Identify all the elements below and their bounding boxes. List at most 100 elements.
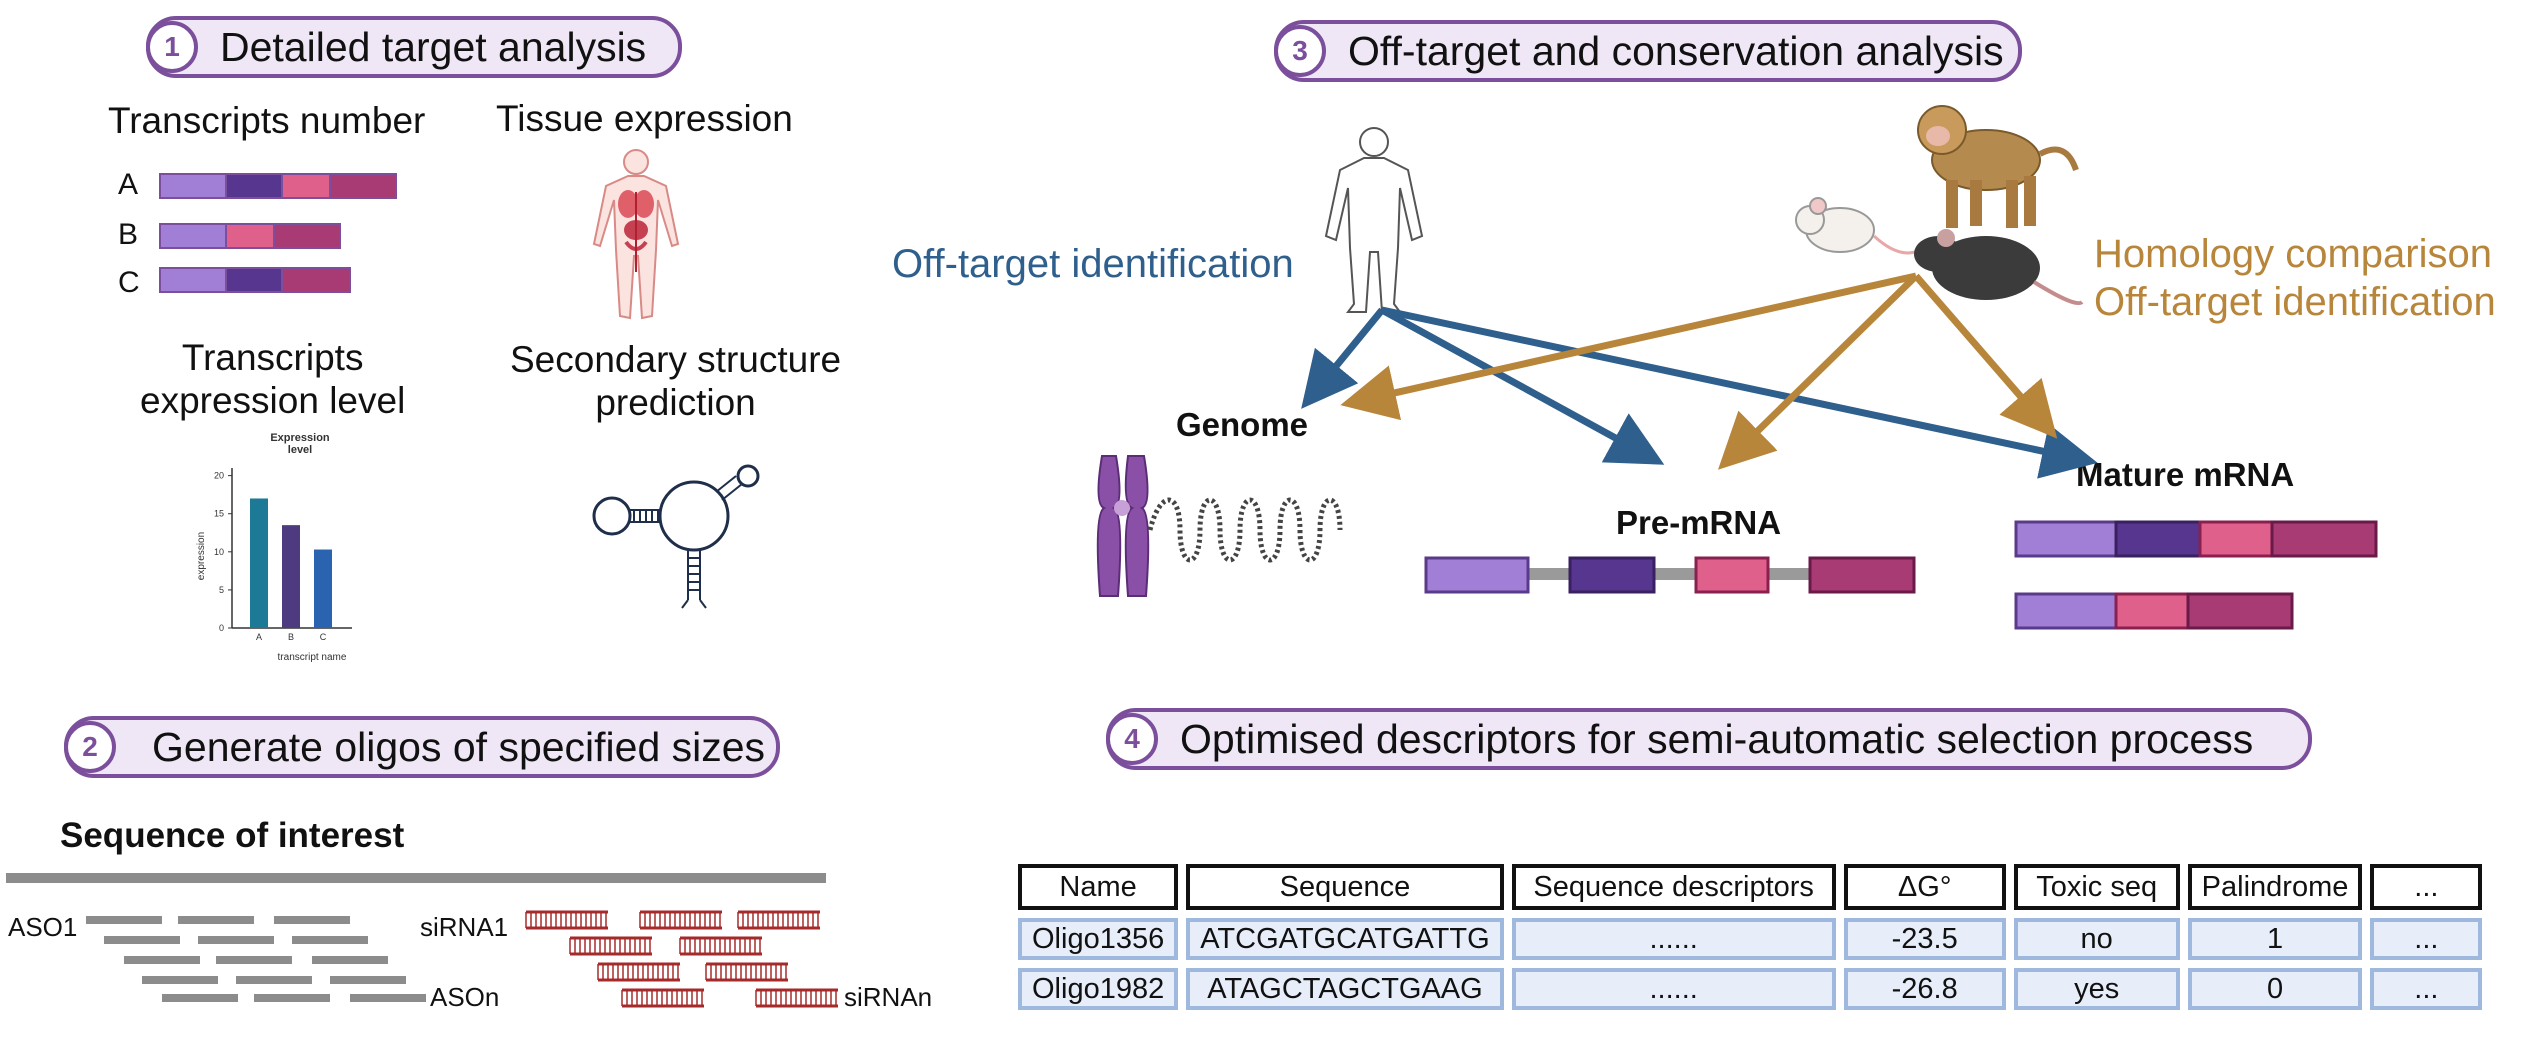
rna-secondary-structure-icon: [592, 464, 760, 609]
table-row: Oligo1982 ATAGCTAGCTGAAG ...... -26.8 ye…: [1018, 968, 2483, 1010]
mature-mrna-label: Mature mRNA: [2076, 456, 2295, 493]
col-name-header: Name: [1018, 864, 1179, 910]
sirna-duplex: [705, 962, 788, 982]
transcript-b-bar: [159, 223, 341, 249]
transcript-a-bar: [159, 173, 397, 199]
sirna-first-label: siRNA1: [420, 912, 509, 942]
section4-header: 4 Optimised descriptors for semi-automat…: [1106, 708, 2312, 770]
chart-bar-c: [314, 549, 332, 628]
chart-x-tick-label: C: [320, 632, 327, 642]
sirna-duplex: [597, 962, 680, 982]
dna-coil-icon: [1147, 497, 1343, 563]
sirna-duplex: [525, 910, 608, 930]
mature-mrna-graphic: [2014, 520, 2378, 630]
chart-y-tick-label: 5: [219, 585, 224, 595]
section1-title: Detailed target analysis: [220, 23, 647, 70]
cell-deltag: -26.8: [1843, 968, 2006, 1010]
col-descriptors-header: Sequence descriptors: [1511, 864, 1836, 910]
section1-number-badge: 1: [146, 21, 198, 73]
cell-descriptors: ......: [1511, 918, 1836, 960]
secondary-structure-line1: Secondary structure: [510, 339, 842, 380]
section2-number-badge: 2: [64, 721, 116, 773]
human-off-target-arrows: [1301, 306, 2098, 479]
section4-number-badge: 4: [1106, 713, 1158, 765]
chromosome-icon: [1096, 455, 1150, 597]
sirna-duplex: [737, 910, 820, 930]
chart-y-tick-label: 0: [219, 623, 224, 633]
chart-bar-a: [250, 498, 268, 628]
section2-title: Generate oligos of specified sizes: [152, 723, 766, 770]
transcript-label-a: A: [118, 168, 139, 201]
col-palindrome-header: Palindrome: [2187, 864, 2363, 910]
chart-y-tick-label: 10: [214, 547, 224, 557]
sirna-duplex: [639, 910, 722, 930]
tissue-expression-label: Tissue expression: [496, 98, 793, 139]
genome-label: Genome: [1176, 406, 1309, 443]
sirna-duplex: [679, 936, 762, 956]
mouse-icon: [1795, 197, 1921, 255]
aso-oligos: [86, 916, 426, 1002]
rat-icon: [1914, 229, 2084, 305]
section4-title: Optimised descriptors for semi-automatic…: [1180, 715, 2254, 762]
section2-header: 2 Generate oligos of specified sizes: [64, 716, 780, 778]
cell-more: ...: [2370, 918, 2483, 960]
chart-x-axis-label: transcript name: [278, 652, 347, 663]
cell-more: ...: [2370, 968, 2483, 1010]
col-more-header: ...: [2370, 864, 2483, 910]
pre-mrna-label: Pre-mRNA: [1616, 504, 1782, 541]
animal-homology-arrows: [1340, 272, 2058, 470]
monkey-icon: [1917, 105, 2079, 228]
transcripts-number-label: Transcripts number: [108, 100, 426, 141]
cell-descriptors: ......: [1511, 968, 1836, 1010]
descriptor-table: Name Sequence Sequence descriptors ΔG° T…: [1010, 856, 2490, 1018]
cell-palindrome: 1: [2187, 918, 2363, 960]
transcripts-expression-line2: expression level: [140, 380, 406, 421]
section1-header: 1 Detailed target analysis: [146, 16, 682, 78]
human-figure-icon: [1324, 127, 1424, 313]
cell-toxic: no: [2013, 918, 2180, 960]
col-sequence-header: Sequence: [1186, 864, 1504, 910]
chart-bar-b: [282, 525, 300, 628]
col-deltag-header: ΔG°: [1843, 864, 2006, 910]
secondary-structure-title: Secondary structure prediction: [510, 338, 841, 424]
sirna-duplexes: [525, 910, 838, 1008]
off-target-left-label: Off-target identification: [892, 242, 1294, 286]
cell-sequence: ATCGATGCATGATTG: [1186, 918, 1504, 960]
sirna-duplex: [755, 988, 838, 1008]
section3-header: 3 Off-target and conservation analysis: [1274, 20, 2022, 82]
aso-first-label: ASO1: [8, 912, 78, 942]
cell-palindrome: 0: [2187, 968, 2363, 1010]
chart-y-tick-label: 15: [214, 509, 224, 519]
section3-title: Off-target and conservation analysis: [1348, 27, 2004, 74]
sirna-duplex: [621, 988, 704, 1008]
human-body-organs-icon: [592, 149, 680, 320]
homology-comparison-label: Homology comparison: [2094, 232, 2492, 276]
cell-name: Oligo1982: [1018, 968, 1179, 1010]
section3-number-badge: 3: [1274, 25, 1326, 77]
pre-mrna-graphic: [1424, 556, 1916, 594]
cell-deltag: -23.5: [1843, 918, 2006, 960]
transcript-label-b: B: [118, 218, 139, 251]
sequence-of-interest-label: Sequence of interest: [60, 816, 405, 855]
sirna-duplex: [569, 936, 652, 956]
aso-last-label: ASOn: [430, 982, 500, 1012]
chart-y-axis-label: expression: [196, 532, 207, 580]
chart-y-tick-label: 20: [214, 471, 224, 481]
chart-x-tick-label: A: [256, 632, 262, 642]
cell-name: Oligo1356: [1018, 918, 1179, 960]
transcripts-expression-line1: Transcripts: [181, 337, 364, 378]
chart-x-tick-label: B: [288, 632, 294, 642]
transcript-c-bar: [159, 267, 351, 293]
secondary-structure-line2: prediction: [595, 382, 756, 423]
table-row: Oligo1356 ATCGATGCATGATTG ...... -23.5 n…: [1018, 918, 2483, 960]
off-target-right-label: Off-target identification: [2094, 280, 2496, 324]
cell-toxic: yes: [2013, 968, 2180, 1010]
sirna-last-label: siRNAn: [844, 982, 933, 1012]
cell-sequence: ATAGCTAGCTGAAG: [1186, 968, 1504, 1010]
table-header-row: Name Sequence Sequence descriptors ΔG° T…: [1018, 864, 2483, 910]
transcript-label-c: C: [118, 266, 140, 299]
transcripts-expression-title: Transcripts expression level: [140, 336, 405, 422]
